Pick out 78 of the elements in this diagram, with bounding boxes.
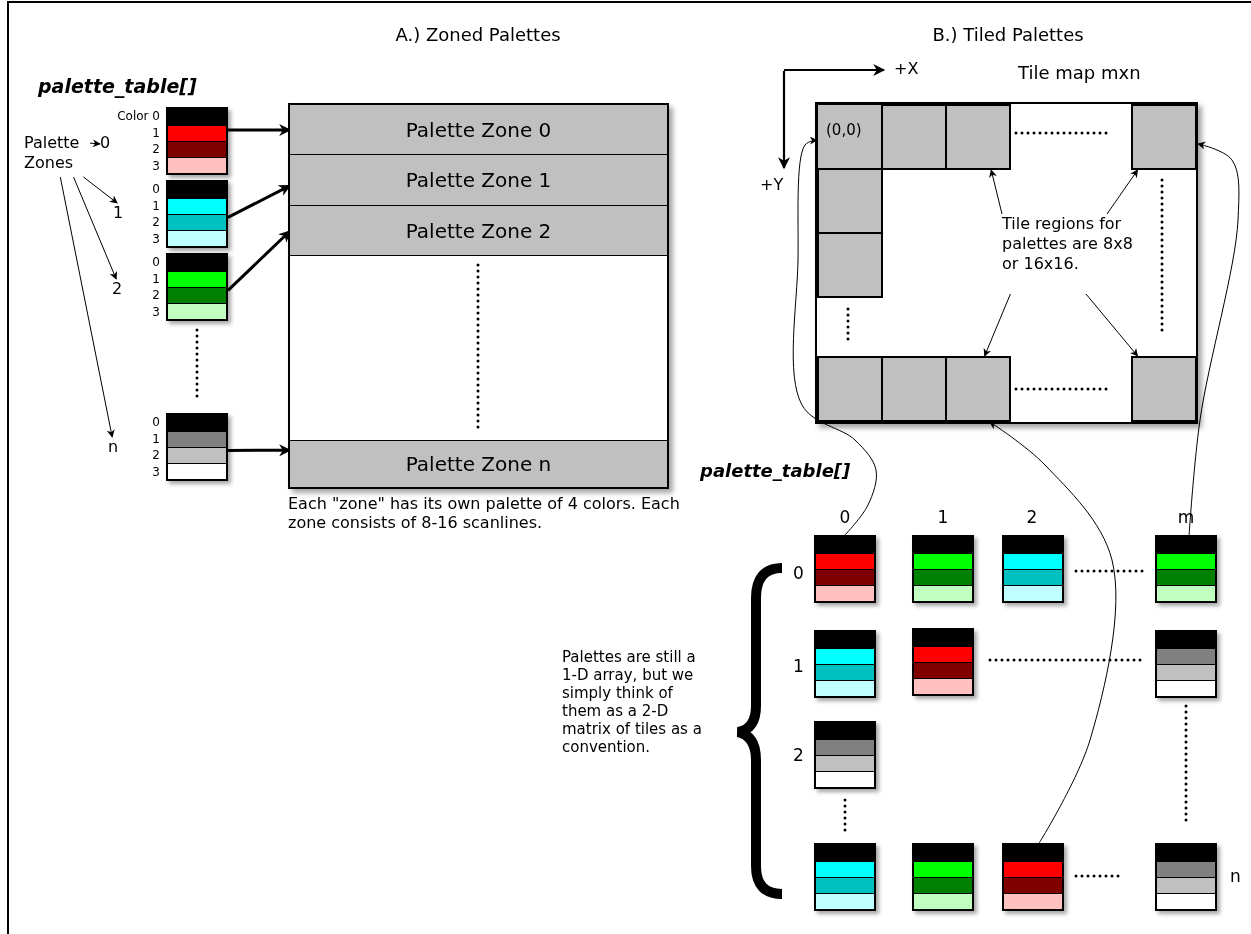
palette-swatch: [814, 843, 876, 911]
row-index: 0: [793, 563, 804, 584]
palette-swatch: [912, 535, 974, 603]
palette-swatch: [1155, 630, 1217, 698]
color-index: 3: [152, 465, 160, 478]
arrow: [59, 176, 115, 438]
color-index: 2: [152, 449, 160, 461]
array-label: palette_table[]: [700, 460, 851, 482]
tile: [817, 168, 883, 234]
annotation-text: n: [108, 437, 122, 459]
palette-swatch: [814, 721, 876, 789]
annotation-text: 2: [112, 279, 126, 301]
palette-zone: Palette Zone 0: [290, 105, 667, 155]
palette-zone: Palette Zone n: [290, 440, 667, 487]
palette-swatch: [912, 628, 974, 696]
arrow: [1106, 169, 1139, 215]
section-heading: A.) Zoned Palettes: [395, 24, 561, 46]
tile: [817, 232, 883, 298]
screen-frame: [288, 103, 669, 489]
color-index: 2: [152, 289, 160, 301]
color-index: 1: [152, 272, 160, 285]
palette-zone: Palette Zone 1: [290, 155, 667, 206]
arrow: [1188, 141, 1240, 536]
palette-swatch: [1155, 843, 1217, 911]
color-index: 3: [152, 232, 160, 245]
axis-label: +Y: [760, 175, 784, 195]
map-label: Tile map mxn: [1018, 62, 1141, 84]
axis-label: +X: [894, 59, 919, 79]
arrow: [82, 176, 118, 204]
column-index: m: [1177, 507, 1195, 528]
tile: [945, 104, 1011, 170]
arrow: [73, 176, 118, 280]
color-index: 3: [152, 159, 160, 172]
color-index: 0: [152, 416, 160, 428]
color-index: 1: [152, 432, 160, 445]
tile: [945, 356, 1011, 422]
color-index: 1: [152, 126, 160, 139]
annotation-text: 0: [100, 133, 114, 155]
color-index: Color 0: [117, 110, 160, 122]
palette-swatch: [1002, 843, 1064, 911]
arrow: [983, 293, 1011, 357]
caption-text: Each "zone" has its own palette of 4 colors. Each zone consists of 8-16 scanlines.: [288, 494, 681, 533]
color-index: 2: [152, 216, 160, 228]
palette-zone: Palette Zone 2: [290, 206, 667, 256]
annotation-text: Palette Zones: [24, 133, 90, 177]
tile: [881, 356, 947, 422]
arrow: [89, 139, 101, 148]
annotation-text: Tile regions for palettes are 8x8 or 16x16.: [1002, 214, 1142, 294]
tile: [881, 104, 947, 170]
note-text: Palettes are still a 1-D array, but we simply think of them as a 2-D matrix of tiles as a convention.: [562, 648, 702, 756]
palette-swatch: [1002, 535, 1064, 603]
tile: (0,0): [817, 104, 883, 170]
array-label: palette_table[]: [38, 75, 197, 98]
arrow: [989, 169, 1003, 215]
row-index: 2: [793, 745, 804, 766]
palette-swatch: [912, 843, 974, 911]
color-index: 0: [152, 256, 160, 268]
tile-map: [815, 102, 1198, 424]
tile: [817, 356, 883, 422]
annotation-text: 1: [113, 203, 127, 225]
palette-swatch: [814, 630, 876, 698]
arrow: [989, 421, 1117, 844]
color-index: 1: [152, 199, 160, 212]
arrow: [1085, 293, 1139, 357]
column-index: 2: [1026, 507, 1038, 528]
palette-swatch: [1155, 535, 1217, 603]
color-index: 3: [152, 305, 160, 318]
color-index: 2: [152, 143, 160, 155]
palette-swatch: [814, 535, 876, 603]
column-index: 0: [839, 507, 851, 528]
section-heading: B.) Tiled Palettes: [932, 24, 1084, 46]
tile: [1131, 104, 1197, 170]
color-index: 0: [152, 183, 160, 195]
row-index: 1: [793, 656, 804, 677]
row-index: n: [1230, 866, 1241, 887]
tile: [1131, 356, 1197, 422]
arrow: [792, 136, 877, 536]
column-index: 1: [937, 507, 949, 528]
